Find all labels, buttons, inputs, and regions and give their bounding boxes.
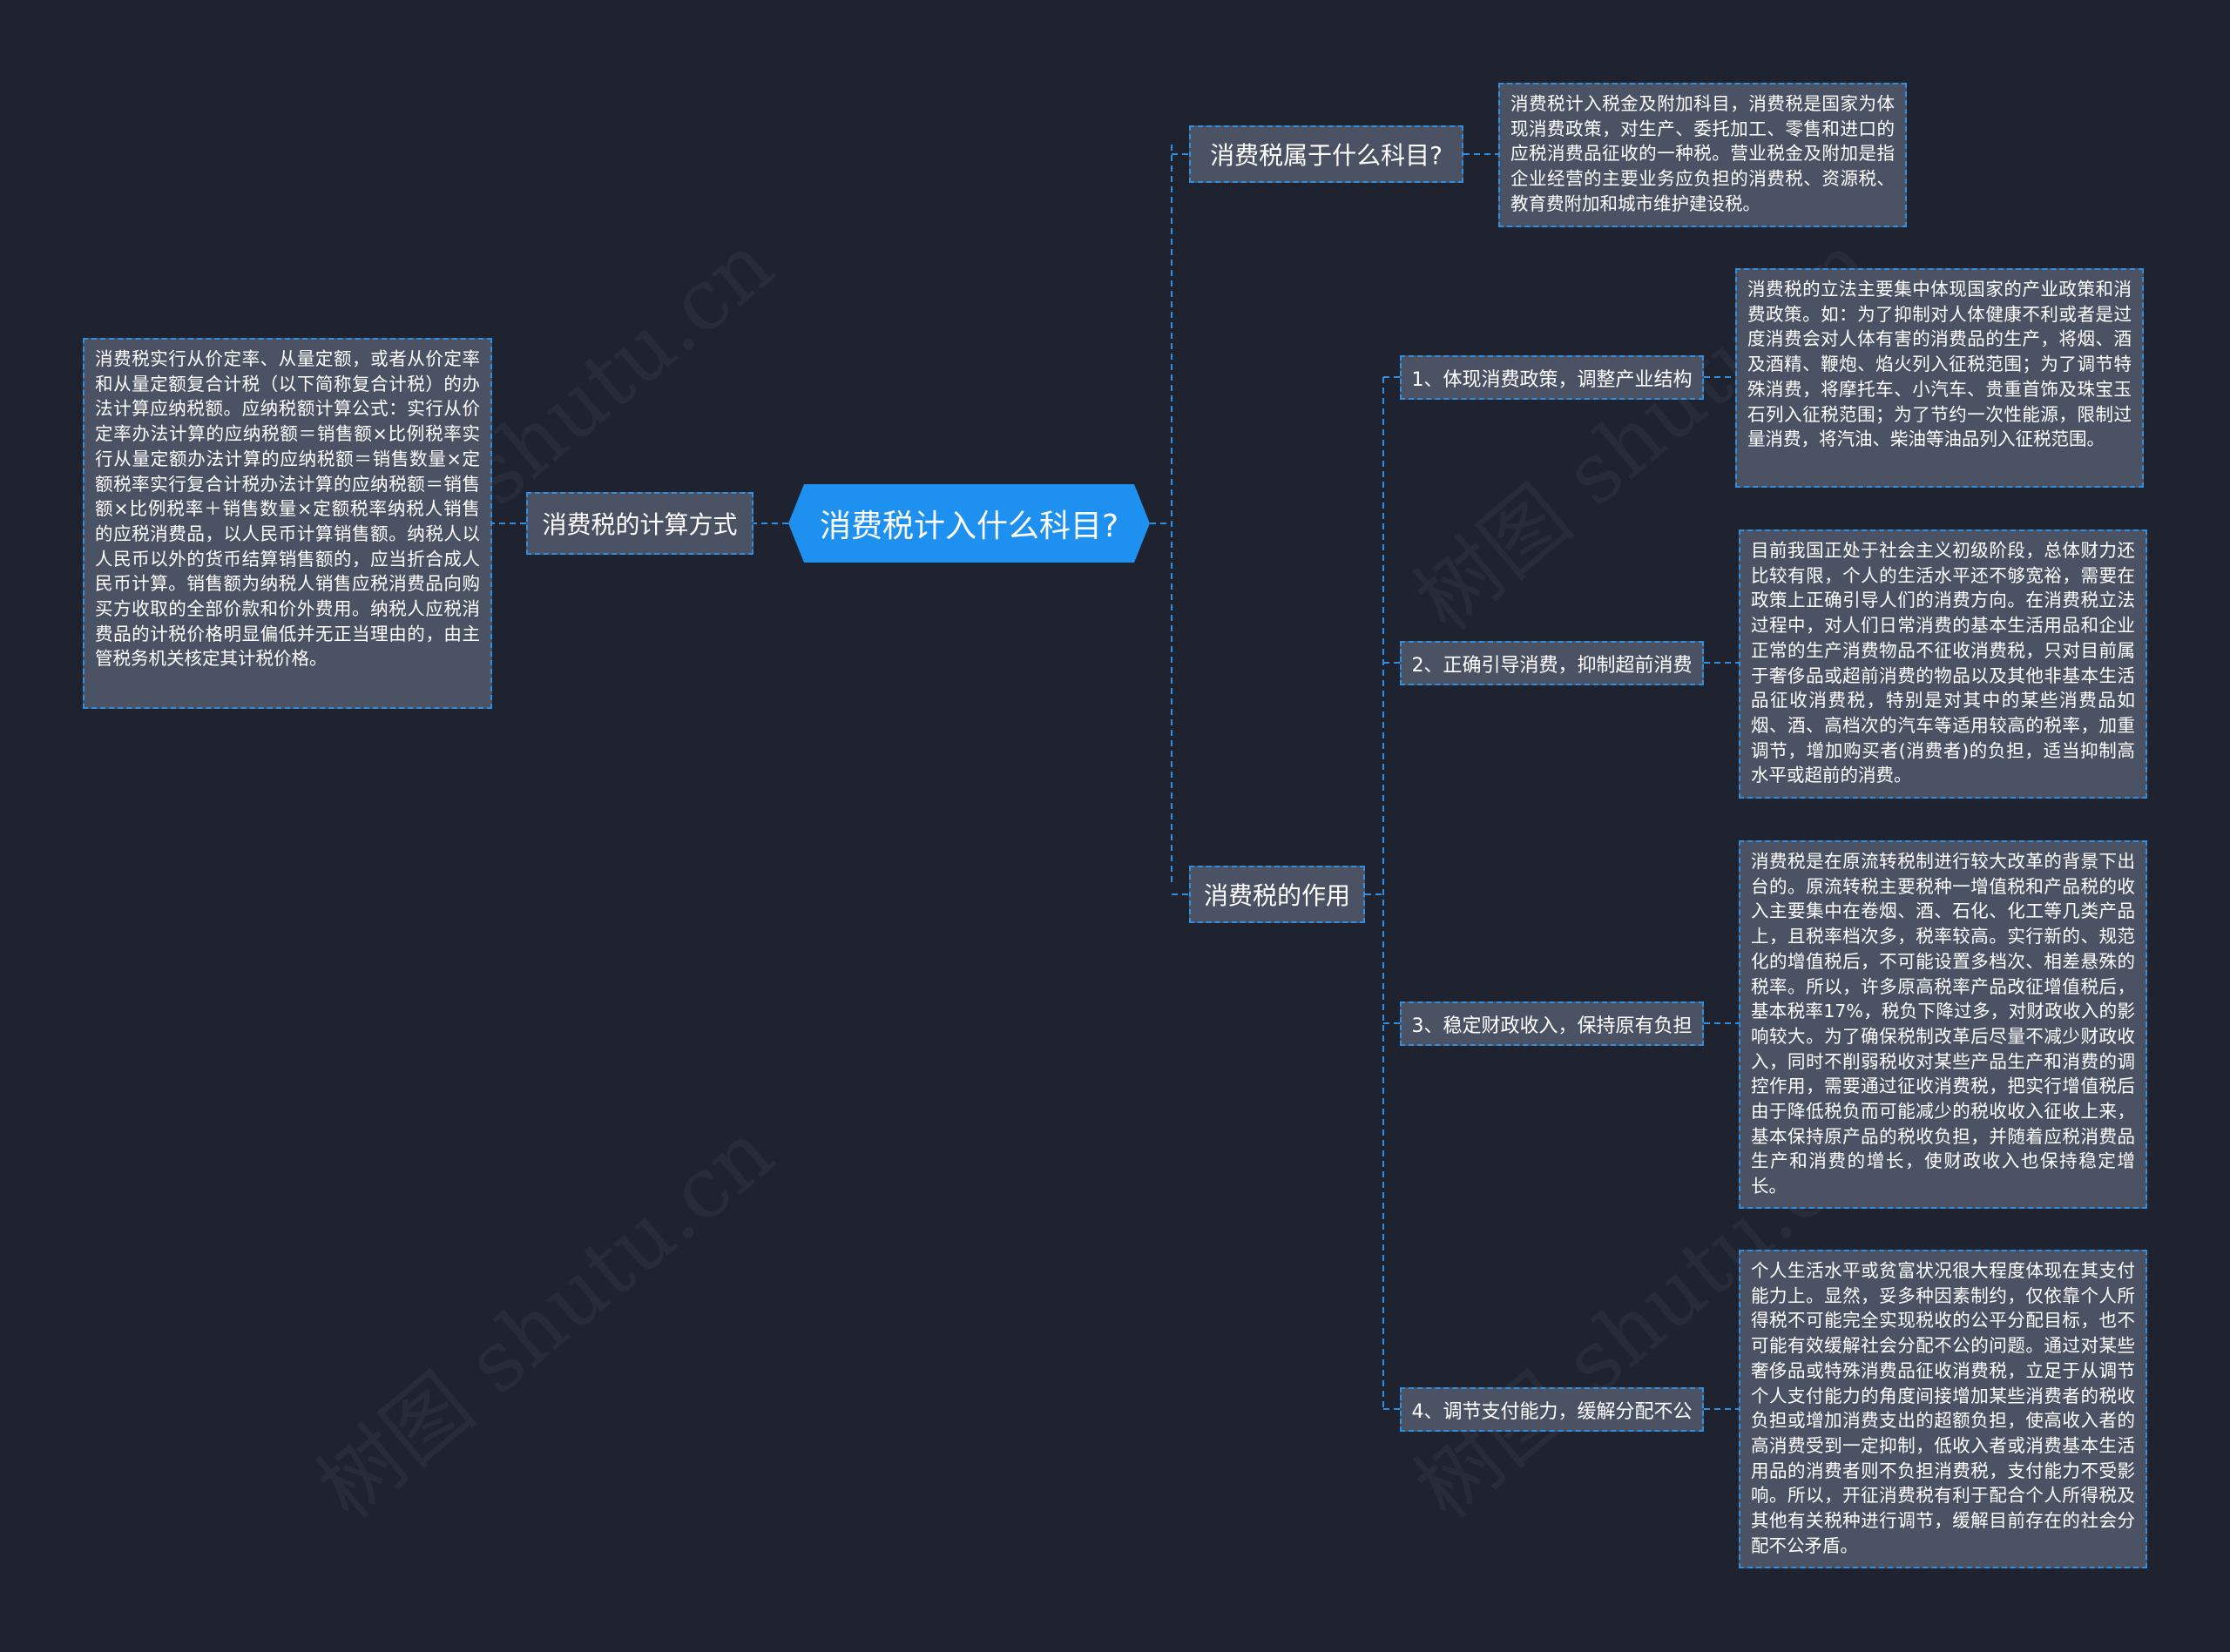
calc-topic-label: 消费税的计算方式 <box>542 510 738 539</box>
subject-detail: 消费税计入税金及附加科目，消费税是国家为体现消费政策，对生产、委托加工、零售和进… <box>1498 83 1907 227</box>
role-item[interactable]: 2、正确引导消费，抑制超前消费 <box>1400 641 1704 685</box>
role-item-label: 1、体现消费政策，调整产业结构 <box>1411 368 1693 391</box>
subject-topic-label: 消费税属于什么科目? <box>1210 141 1443 170</box>
role-item-label: 3、稳定财政收入，保持原有负担 <box>1411 1015 1693 1037</box>
calc-detail: 消费税实行从价定率、从量定额，或者从价定率和从量定额复合计税（以下简称复合计税）… <box>83 338 492 709</box>
role-topic-label: 消费税的作用 <box>1203 881 1350 910</box>
role-item-detail: 消费税是在原流转税制进行较大改革的背景下出台的。原流转税主要税种一增值税和产品税… <box>1739 840 2147 1209</box>
root-shape <box>788 484 1150 563</box>
subject-topic[interactable]: 消费税属于什么科目? <box>1189 125 1463 183</box>
role-item-label: 4、调节支付能力，缓解分配不公 <box>1411 1400 1693 1423</box>
role-topic[interactable]: 消费税的作用 <box>1189 866 1365 923</box>
role-item[interactable]: 4、调节支付能力，缓解分配不公 <box>1400 1387 1704 1432</box>
root-topic[interactable]: 消费税计入什么科目? <box>788 484 1150 563</box>
role-item[interactable]: 3、稳定财政收入，保持原有负担 <box>1400 1001 1704 1046</box>
role-item-detail: 消费税的立法主要集中体现国家的产业政策和消费政策。如：为了抑制对人体健康不利或者… <box>1735 268 2144 488</box>
role-item[interactable]: 1、体现消费政策，调整产业结构 <box>1400 355 1704 400</box>
role-item-label: 2、正确引导消费，抑制超前消费 <box>1411 654 1693 677</box>
root-label: 消费税计入什么科目? <box>819 509 1119 544</box>
role-item-detail: 目前我国正处于社会主义初级阶段，总体财力还比较有限，个人的生活水平还不够宽裕，需… <box>1739 529 2147 799</box>
role-item-detail: 个人生活水平或贫富状况很大程度体现在其支付能力上。显然，妥多种因素制约，仅依靠个… <box>1739 1250 2147 1568</box>
calc-topic[interactable]: 消费税的计算方式 <box>526 492 753 555</box>
